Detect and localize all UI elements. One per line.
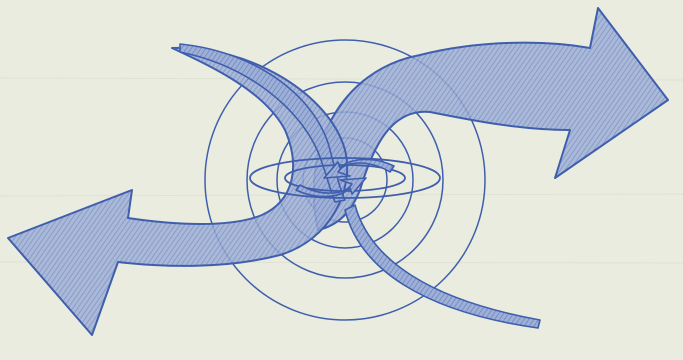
arrow-sweep-bottom	[345, 205, 540, 328]
arrow-lower-left	[8, 48, 347, 335]
